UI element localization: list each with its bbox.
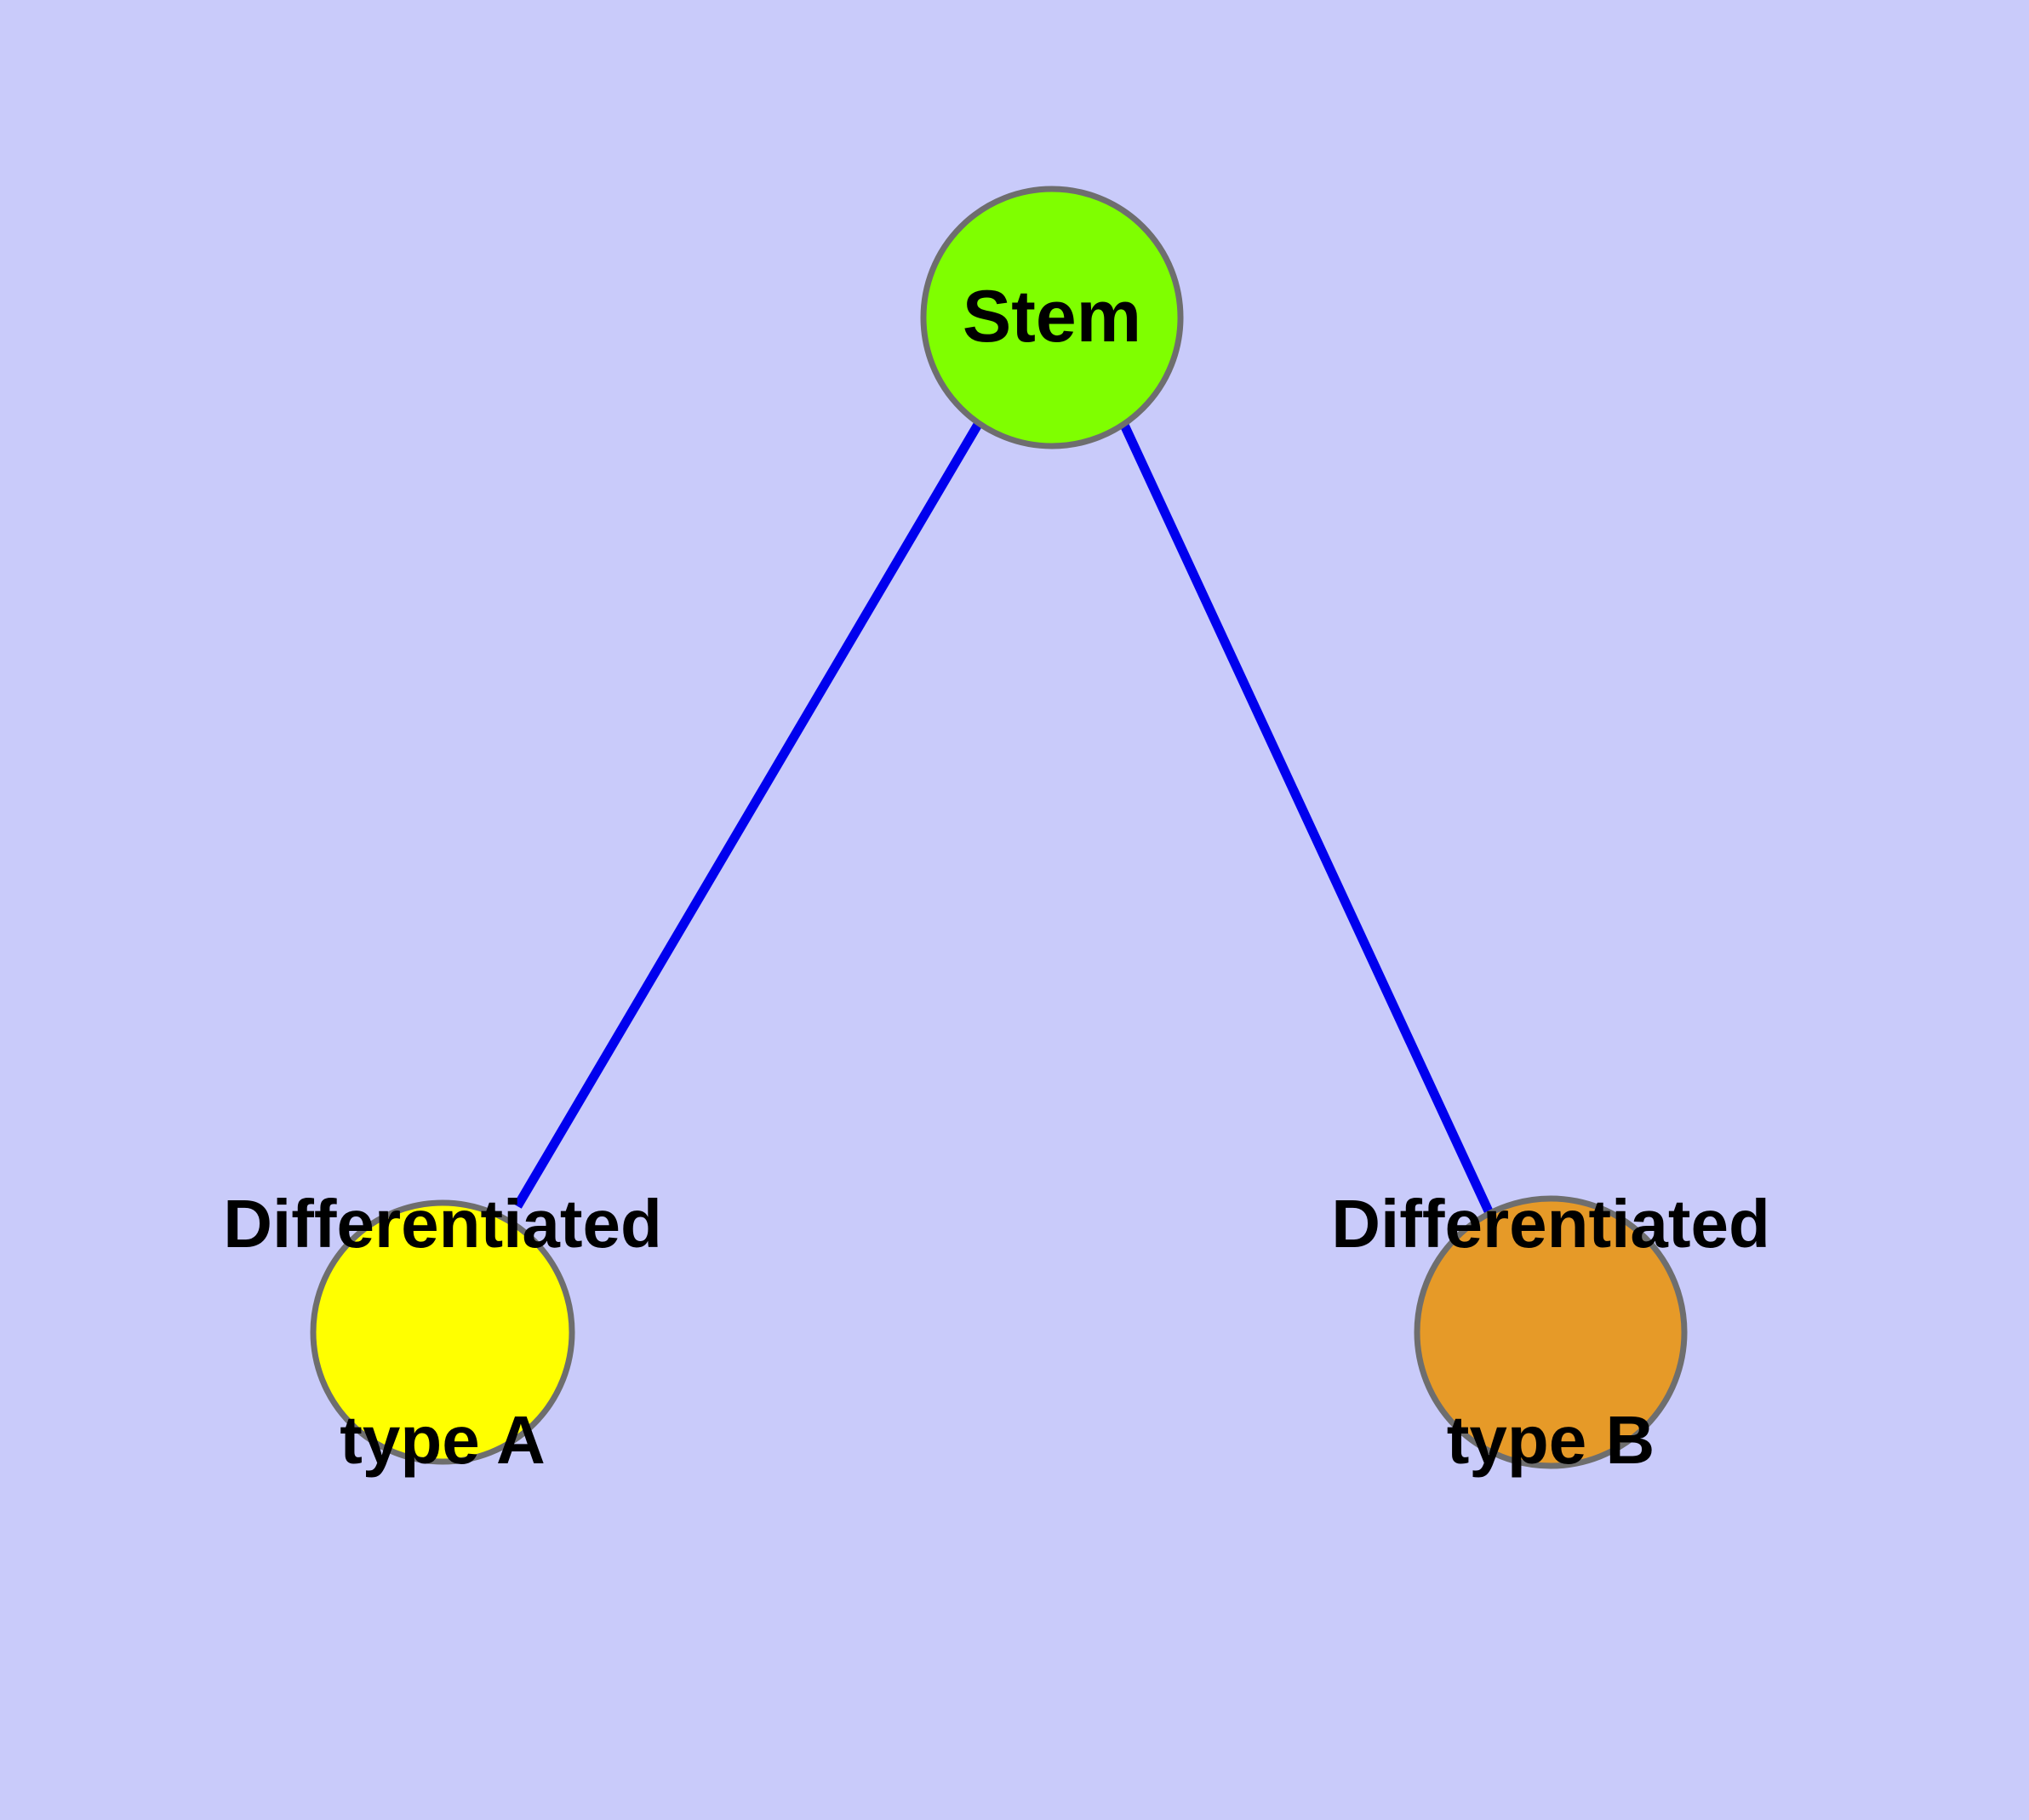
edge-stem-to-differentiated-a[interactable] <box>513 421 983 1209</box>
node-differentiated-type-a[interactable] <box>310 1199 575 1465</box>
edge-layer <box>513 421 1494 1216</box>
edge-stem-to-differentiated-b[interactable] <box>1119 421 1494 1216</box>
node-layer <box>310 186 1688 1469</box>
node-differentiated-type-b[interactable] <box>1414 1195 1688 1469</box>
node-stem[interactable] <box>920 186 1184 449</box>
